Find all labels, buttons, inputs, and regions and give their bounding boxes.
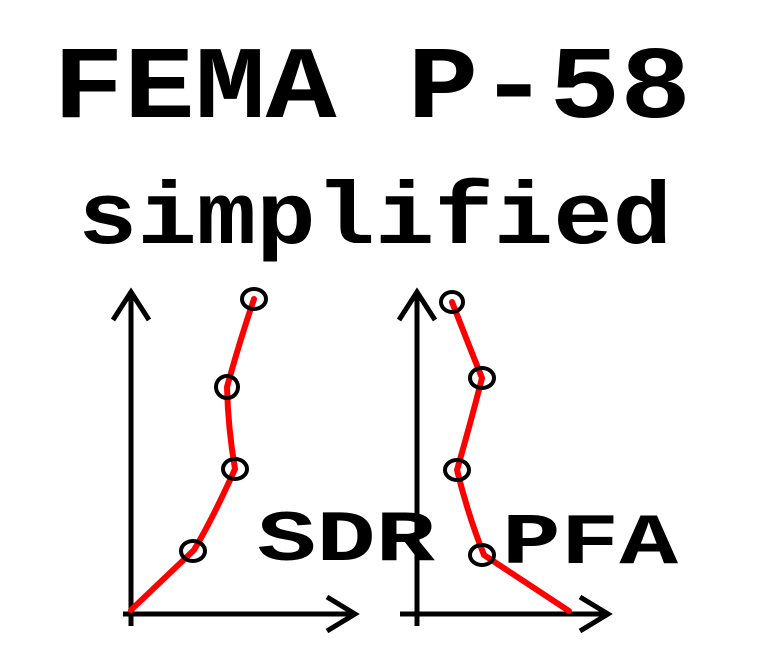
pfa-marker [439,290,465,314]
pfa-axes [396,287,613,634]
subtitle: simplified [78,171,672,270]
pfa-curve [449,299,572,614]
pfa-label: PFA [502,503,679,585]
sdr-marker [179,539,207,563]
sdr-marker [221,457,249,481]
pfa-profile: PFA [396,287,679,634]
pfa-marker [468,366,496,390]
sdr-curve [128,296,257,613]
sdr-y-arrowhead [110,287,152,322]
pfa-marker [468,543,496,567]
sdr-profile: SDR [110,287,436,634]
sdr-marker [214,374,240,400]
pfa-x-arrowhead [578,594,613,634]
title: FEMA P-58 [53,31,691,148]
pfa-y-arrowhead [396,287,438,322]
pfa-marker [443,458,471,482]
sdr-x-arrowhead [325,594,360,634]
sdr-label: SDR [257,500,436,582]
sdr-axes [110,287,360,634]
sdr-marker [240,287,268,311]
